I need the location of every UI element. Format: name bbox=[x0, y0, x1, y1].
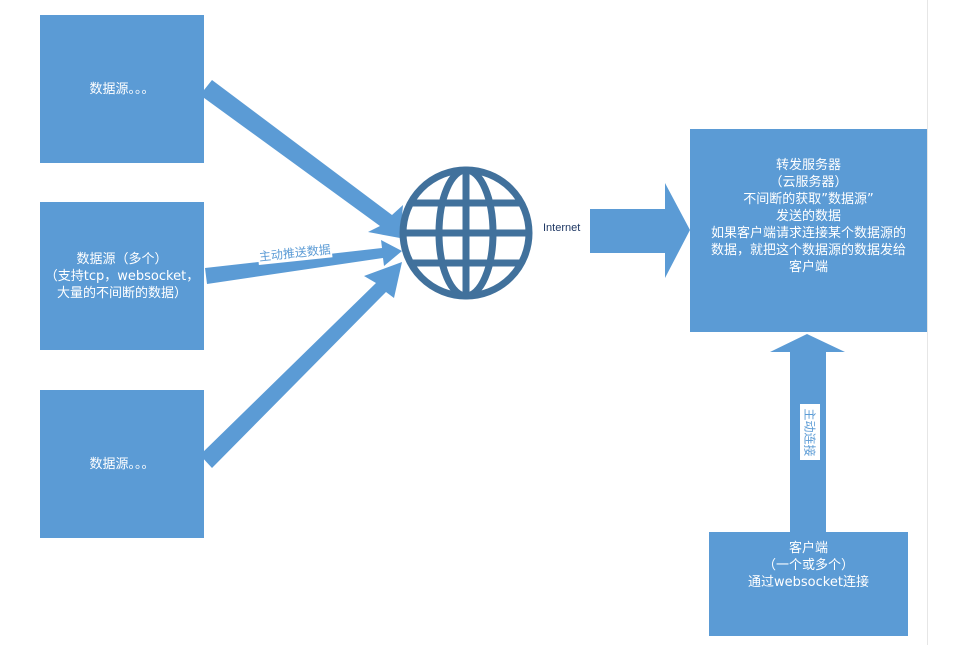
internet-label: Internet bbox=[543, 222, 581, 234]
server-line: 发送的数据 bbox=[775, 209, 841, 224]
client-box: 客户端 （一个或多个） 通过websocket连接 bbox=[709, 532, 908, 636]
server-line: 客户端 bbox=[788, 260, 828, 275]
page-edge-line bbox=[927, 0, 928, 645]
server-line: 转发服务器 bbox=[775, 158, 841, 173]
data-source-2-line: 数据源（多个） bbox=[76, 251, 168, 267]
server-line: 如果客户端请求连接某个数据源的 bbox=[710, 226, 906, 241]
arrow-source-1-to-globe bbox=[200, 80, 403, 238]
globe-icon bbox=[399, 166, 533, 300]
arrow-source-2-to-globe bbox=[205, 240, 402, 284]
arrow-globe-to-server bbox=[590, 183, 690, 278]
client-line: （一个或多个） bbox=[762, 558, 854, 573]
active-connect-label-text: 主动连接 bbox=[802, 407, 817, 457]
data-source-1-line: 数据源。。。 bbox=[89, 81, 155, 97]
client-line: 客户端 bbox=[788, 541, 828, 556]
server-line: （云服务器） bbox=[769, 175, 848, 190]
data-source-box-1: 数据源。。。 bbox=[40, 15, 204, 163]
active-connect-label: 主动连接 bbox=[800, 404, 820, 460]
server-line: 数据，就把这个数据源的数据发给 bbox=[710, 243, 906, 258]
arrow-source-3-to-globe bbox=[200, 262, 402, 468]
data-source-3-line: 数据源。。。 bbox=[89, 456, 155, 472]
data-source-2-line: 大量的不间断的数据） bbox=[56, 285, 187, 301]
data-source-box-3: 数据源。。。 bbox=[40, 390, 204, 538]
data-source-2-line: （支持tcp，websocket， bbox=[44, 268, 200, 284]
data-source-box-2: 数据源（多个） （支持tcp，websocket， 大量的不间断的数据） bbox=[40, 202, 204, 350]
forwarding-server-box: 转发服务器 （云服务器） 不间断的获取”数据源” 发送的数据 如果客户端请求连接… bbox=[690, 129, 927, 332]
server-line: 不间断的获取”数据源” bbox=[743, 192, 874, 207]
client-line: 通过websocket连接 bbox=[748, 575, 869, 590]
